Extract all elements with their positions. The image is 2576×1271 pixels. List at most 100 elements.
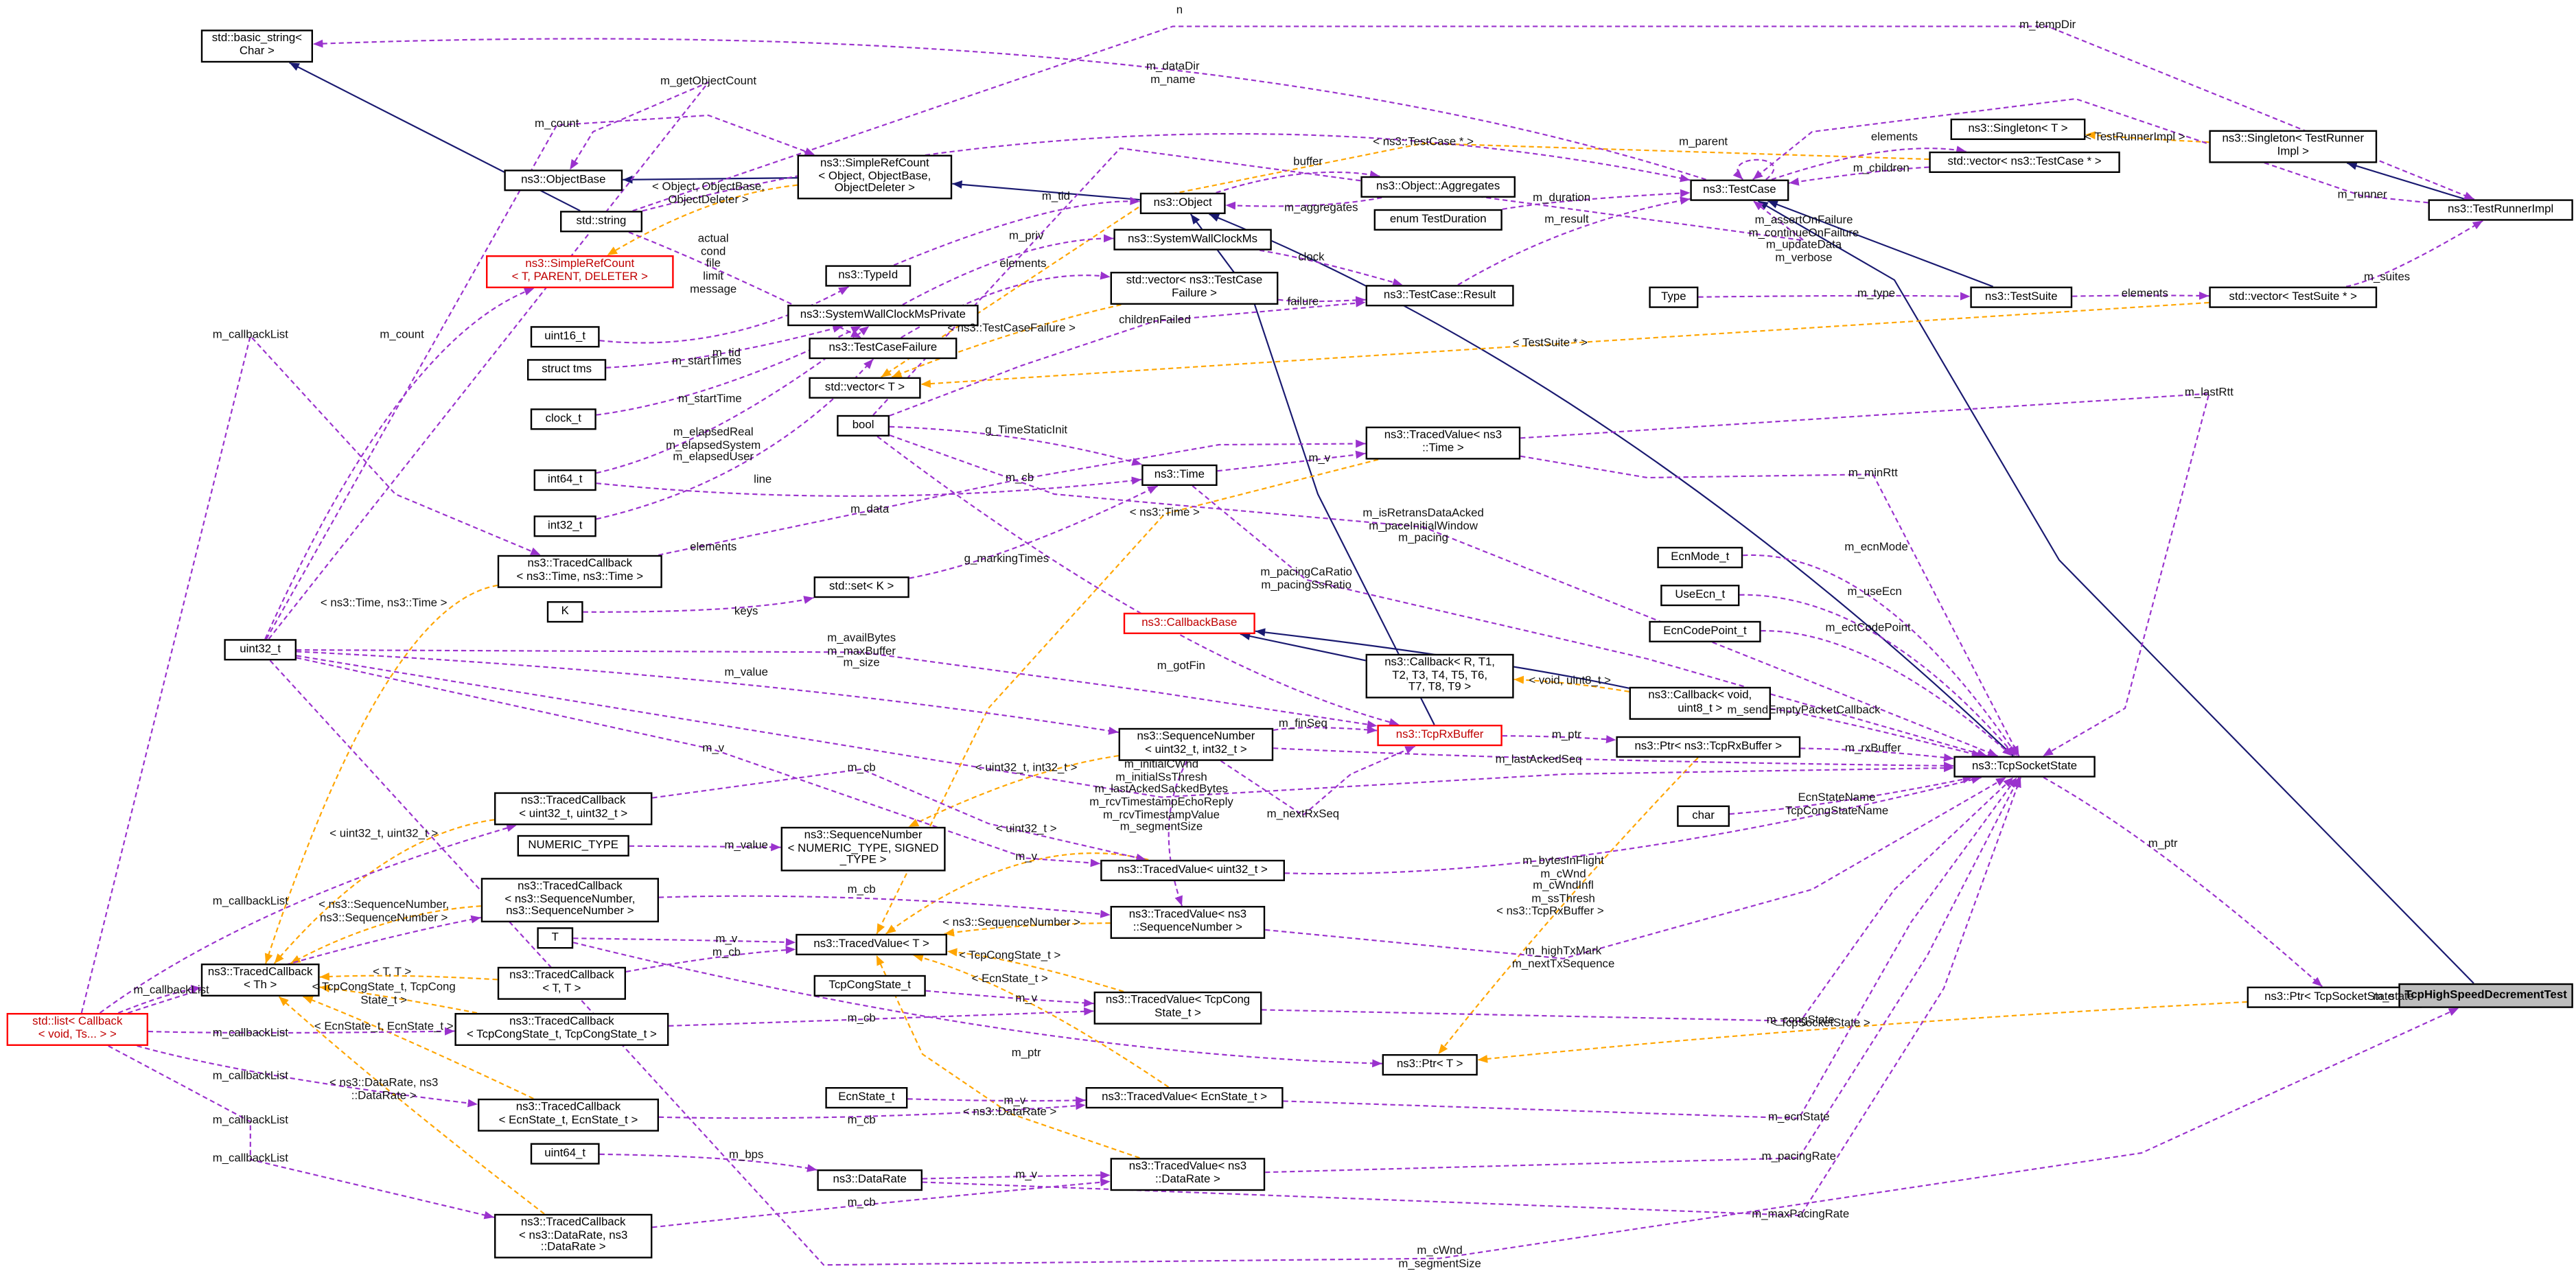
class-node-ecnmode[interactable]: EcnMode_t <box>1657 546 1743 569</box>
edge <box>1273 725 1378 734</box>
class-node-seq_nt[interactable]: ns3::SequenceNumber < NUMERIC_TYPE, SIGN… <box>780 826 946 872</box>
class-node-main[interactable]: TcpHighSpeedDecrementTest <box>2398 983 2573 1008</box>
class-node-congstate_t[interactable]: TcpCongState_t <box>813 975 926 996</box>
edge <box>1260 249 1403 286</box>
class-node-vec_tcf[interactable]: std::vector< ns3::TestCase Failure > <box>1110 272 1279 305</box>
class-node-tms[interactable]: struct tms <box>527 359 607 381</box>
edge <box>1502 735 1616 744</box>
class-node-singleton_tri[interactable]: ns3::Singleton< TestRunner Impl > <box>2209 130 2378 163</box>
edge <box>1457 196 1691 286</box>
class-node-tcb_time[interactable]: ns3::TracedCallback < ns3::Time, ns3::Ti… <box>497 555 662 588</box>
edge <box>658 895 1111 918</box>
edge <box>607 184 798 256</box>
class-node-tcb_tt[interactable]: ns3::TracedCallback < T, T > <box>497 966 627 1000</box>
class-node-tcb_seq[interactable]: ns3::TracedCallback < ns3::SequenceNumbe… <box>480 878 660 922</box>
class-node-clockt[interactable]: clock_t <box>530 408 596 430</box>
class-node-tv_cong[interactable]: ns3::TracedValue< TcpCong State_t > <box>1093 991 1262 1025</box>
class-node-uint64[interactable]: uint64_t <box>530 1143 600 1165</box>
class-node-ecnstate_t[interactable]: EcnState_t <box>825 1087 908 1109</box>
class-node-tv_T[interactable]: ns3::TracedValue< T > <box>796 933 947 955</box>
class-node-numtype[interactable]: NUMERIC_TYPE <box>517 835 629 856</box>
class-node-tcb_ecn[interactable]: ns3::TracedCallback < EcnState_t, EcnSta… <box>478 1098 660 1132</box>
class-node-ecncp[interactable]: EcnCodePoint_t <box>1649 620 1761 643</box>
class-node-tcb_cong[interactable]: ns3::TracedCallback < TcpCongState_t, Tc… <box>454 1013 669 1046</box>
class-node-vec_ts[interactable]: std::vector< TestSuite * > <box>2209 286 2378 308</box>
class-node-ptrT[interactable]: ns3::Ptr< T > <box>1382 1054 1478 1076</box>
class-node-vecT[interactable]: std::vector< T > <box>809 377 921 399</box>
class-node-tcprxbuf[interactable]: ns3::TcpRxBuffer <box>1377 725 1502 747</box>
class-node-setK[interactable]: std::set< K > <box>813 576 909 598</box>
class-node-objectbase[interactable]: ns3::ObjectBase <box>504 170 623 191</box>
edge <box>137 1045 478 1108</box>
class-node-testcase[interactable]: ns3::TestCase <box>1690 179 1789 201</box>
edge <box>1520 393 2210 757</box>
edge <box>1739 594 2016 757</box>
class-node-callbackR[interactable]: ns3::Callback< R, T1, T2, T3, T4, T5, T6… <box>1365 653 1514 699</box>
class-node-ptr_tss[interactable]: ns3::Ptr< TcpSocketState > <box>2247 986 2422 1008</box>
edge <box>273 819 495 964</box>
edge <box>296 649 1378 729</box>
edge <box>1789 166 1929 186</box>
class-node-bool[interactable]: bool <box>837 415 890 436</box>
edge <box>952 180 1140 201</box>
edge <box>1513 675 1629 692</box>
class-node-testsuite[interactable]: ns3::TestSuite <box>1970 286 2073 308</box>
class-node-tv_u32[interactable]: ns3::TracedValue< uint32_t > <box>1100 859 1286 881</box>
class-node-time[interactable]: ns3::Time <box>1141 464 1218 486</box>
class-node-cb_void[interactable]: ns3::Callback< void, uint8_t > <box>1629 686 1771 720</box>
class-node-K[interactable]: K <box>546 601 583 623</box>
class-node-tcpsockstate[interactable]: ns3::TcpSocketState <box>1953 756 2096 778</box>
edge <box>108 1045 495 1220</box>
class-node-swcm[interactable]: ns3::SystemWallClockMs <box>1113 229 1272 250</box>
class-node-tcfail[interactable]: ns3::TestCaseFailure <box>809 338 958 360</box>
class-node-typeid[interactable]: ns3::TypeId <box>825 265 912 287</box>
class-node-tv_time[interactable]: ns3::TracedValue< ns3 ::Time > <box>1365 426 1521 460</box>
class-node-seq_u32[interactable]: ns3::SequenceNumber < uint32_t, int32_t … <box>1118 727 1274 761</box>
class-node-singletonT[interactable]: ns3::Singleton< T > <box>1950 118 2086 141</box>
class-node-aggregates[interactable]: ns3::Object::Aggregates <box>1360 176 1516 198</box>
class-node-swcmp[interactable]: ns3::SystemWallClockMsPrivate <box>787 305 979 327</box>
edge <box>908 755 1119 828</box>
class-node-tv_ecn[interactable]: ns3::TracedValue< EcnState_t > <box>1085 1087 1284 1109</box>
class-node-uint16[interactable]: uint16_t <box>530 326 600 348</box>
class-node-bs[interactable]: std::basic_string< Char > <box>200 30 314 63</box>
class-node-tcb_th[interactable]: ns3::TracedCallback < Th > <box>200 964 320 996</box>
class-node-tv_dr[interactable]: ns3::TracedValue< ns3 ::DataRate > <box>1110 1158 1266 1191</box>
class-node-uint32[interactable]: uint32_t <box>224 639 297 661</box>
edge <box>893 196 1140 266</box>
class-node-tv_seq[interactable]: ns3::TracedValue< ns3 ::SequenceNumber > <box>1110 906 1266 939</box>
class-node-int64[interactable]: int64_t <box>533 469 596 491</box>
class-node-tc_result[interactable]: ns3::TestCase::Result <box>1365 285 1514 307</box>
edge <box>1278 296 1366 305</box>
edge <box>658 1101 1086 1119</box>
edge <box>652 768 1146 862</box>
class-node-stdlist[interactable]: std::list< Callback < void, Ts... > > <box>6 1013 149 1046</box>
class-node-object[interactable]: ns3::Object <box>1139 192 1226 214</box>
edge <box>652 1178 1111 1228</box>
class-node-type[interactable]: Type <box>1649 286 1699 308</box>
class-node-stdstring[interactable]: std::string <box>560 211 643 233</box>
class-node-T[interactable]: T <box>537 927 574 949</box>
class-node-char[interactable]: char <box>1677 805 1730 827</box>
class-node-testduration[interactable]: enum TestDuration <box>1373 209 1502 231</box>
class-node-src_obj[interactable]: ns3::SimpleRefCount < Object, ObjectBase… <box>797 154 953 200</box>
class-node-testrunnerimpl[interactable]: ns3::TestRunnerImpl <box>2428 199 2573 221</box>
class-node-tcb_dr[interactable]: ns3::TracedCallback < ns3::DataRate, ns3… <box>494 1213 653 1259</box>
class-node-useecn[interactable]: UseEcn_t <box>1660 585 1740 607</box>
edge <box>881 142 1929 378</box>
class-node-tcb_u32[interactable]: ns3::TracedCallback < uint32_t, uint32_t… <box>494 792 653 826</box>
edge <box>80 335 542 1014</box>
edge <box>1225 196 1382 210</box>
class-node-int32[interactable]: int32_t <box>533 515 596 537</box>
class-node-vec_tcp[interactable]: std::vector< ns3::TestCase * > <box>1929 151 2120 174</box>
class-node-datarate[interactable]: ns3::DataRate <box>817 1169 923 1191</box>
edge <box>642 132 1691 212</box>
class-node-cbbase[interactable]: ns3::CallbackBase <box>1123 612 1255 635</box>
edge <box>1265 777 2020 1174</box>
class-node-srct[interactable]: ns3::SimpleRefCount < T, PARENT, DELETER… <box>486 255 674 289</box>
class-node-ptr_rx[interactable]: ns3::Ptr< ns3::TcpRxBuffer > <box>1616 736 1801 758</box>
edge <box>1729 775 1973 815</box>
edge <box>1698 292 1971 301</box>
